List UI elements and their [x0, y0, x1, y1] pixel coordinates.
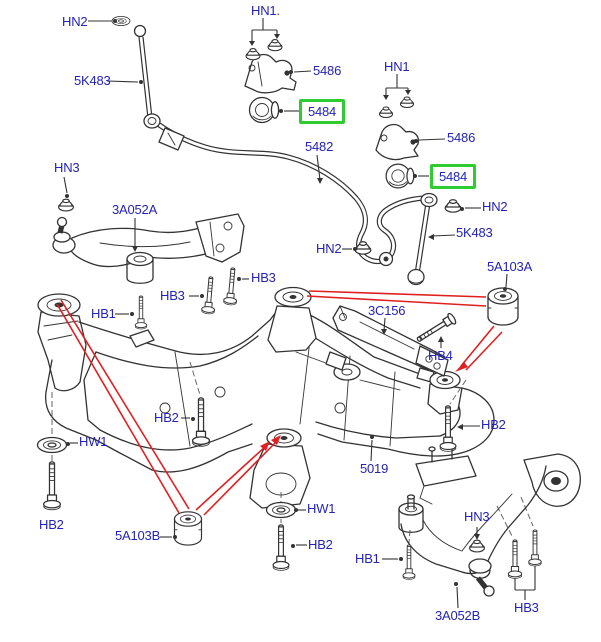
washer-hw1-bottom-drawing — [265, 501, 297, 519]
bolt-hb4-drawing — [416, 312, 457, 342]
stabilizer-bushing-right-drawing — [385, 163, 415, 189]
bracket-3c156-drawing — [332, 305, 449, 377]
label-5484-highlighted-1[interactable]: 5484 — [299, 99, 345, 124]
stabilizer-bar-drawing — [156, 121, 425, 267]
label-5a103a[interactable]: 5A103A — [487, 259, 533, 274]
label-5k483-1[interactable]: 5K483 — [74, 73, 111, 88]
washer-hw1-left-drawing — [36, 436, 68, 454]
bolt-hb1-left-drawing — [134, 295, 148, 330]
label-5k483-2[interactable]: 5K483 — [456, 225, 493, 240]
label-hn1-1[interactable]: HN1. — [251, 3, 280, 18]
label-hb3-bottom[interactable]: HB3 — [514, 600, 539, 615]
label-hw1-2[interactable]: HW1 — [307, 501, 336, 516]
label-5484-text-2: 5484 — [438, 169, 468, 184]
label-hb2-bottom[interactable]: HB2 — [308, 537, 333, 552]
bolt-hb2-left-drawing — [43, 461, 61, 511]
label-5019[interactable]: 5019 — [360, 461, 389, 476]
bolt-hb3-left-b-drawing — [222, 266, 240, 306]
label-5a103b[interactable]: 5A103B — [115, 528, 161, 543]
label-hn2-1[interactable]: HN2 — [62, 14, 88, 29]
label-hb1-2[interactable]: HB1 — [355, 551, 380, 566]
label-hb2-center[interactable]: HB2 — [154, 410, 179, 425]
label-5486-1[interactable]: 5486 — [313, 63, 342, 78]
leader-lines — [63, 19, 536, 609]
label-hb4[interactable]: HB4 — [428, 348, 453, 363]
bolt-hb2-center-drawing — [191, 397, 211, 447]
label-5482[interactable]: 5482 — [305, 139, 334, 154]
bolt-hb3-bottom-a-drawing — [507, 539, 523, 579]
label-5484-highlighted-2[interactable]: 5484 — [430, 164, 476, 189]
label-5486-2[interactable]: 5486 — [447, 130, 476, 145]
label-hn2-2[interactable]: HN2 — [482, 199, 508, 214]
bushing-5a103a-drawing — [487, 287, 519, 326]
label-hb3-left[interactable]: HB3 — [160, 288, 185, 303]
label-hb3-right[interactable]: HB3 — [251, 270, 276, 285]
bushing-5a103b-drawing — [173, 511, 203, 546]
stabilizer-bracket-top-drawing — [244, 18, 297, 94]
label-3c156[interactable]: 3C156 — [368, 303, 406, 318]
label-hn2-3[interactable]: HN2 — [316, 241, 342, 256]
control-arm-front-left-drawing — [52, 198, 245, 284]
label-hn3-1[interactable]: HN3 — [54, 160, 80, 175]
label-3a052a[interactable]: 3A052A — [112, 202, 158, 217]
label-hb2-left[interactable]: HB2 — [39, 517, 64, 532]
label-5484-text-1: 5484 — [307, 104, 337, 119]
label-hb2-right[interactable]: HB2 — [481, 417, 506, 432]
stabilizer-bracket-right-drawing — [375, 74, 420, 161]
control-arm-front-right-drawing — [398, 444, 581, 597]
label-hn1-2[interactable]: HN1 — [384, 59, 410, 74]
label-hw1-1[interactable]: HW1 — [79, 434, 108, 449]
stabilizer-bushing-top-drawing — [248, 96, 280, 124]
subframe-drawing — [37, 286, 495, 509]
stabilizer-link-left-drawing — [111, 15, 161, 129]
bolt-hb3-bottom-b-drawing — [528, 529, 542, 567]
red-callout-lines — [56, 290, 503, 516]
label-3a052b[interactable]: 3A052B — [435, 608, 481, 623]
label-hn3-2[interactable]: HN3 — [464, 509, 490, 524]
bolt-hb2-bottom-drawing — [272, 524, 290, 571]
label-hb1-1[interactable]: HB1 — [91, 306, 116, 321]
stabilizer-link-right-drawing — [354, 192, 462, 286]
